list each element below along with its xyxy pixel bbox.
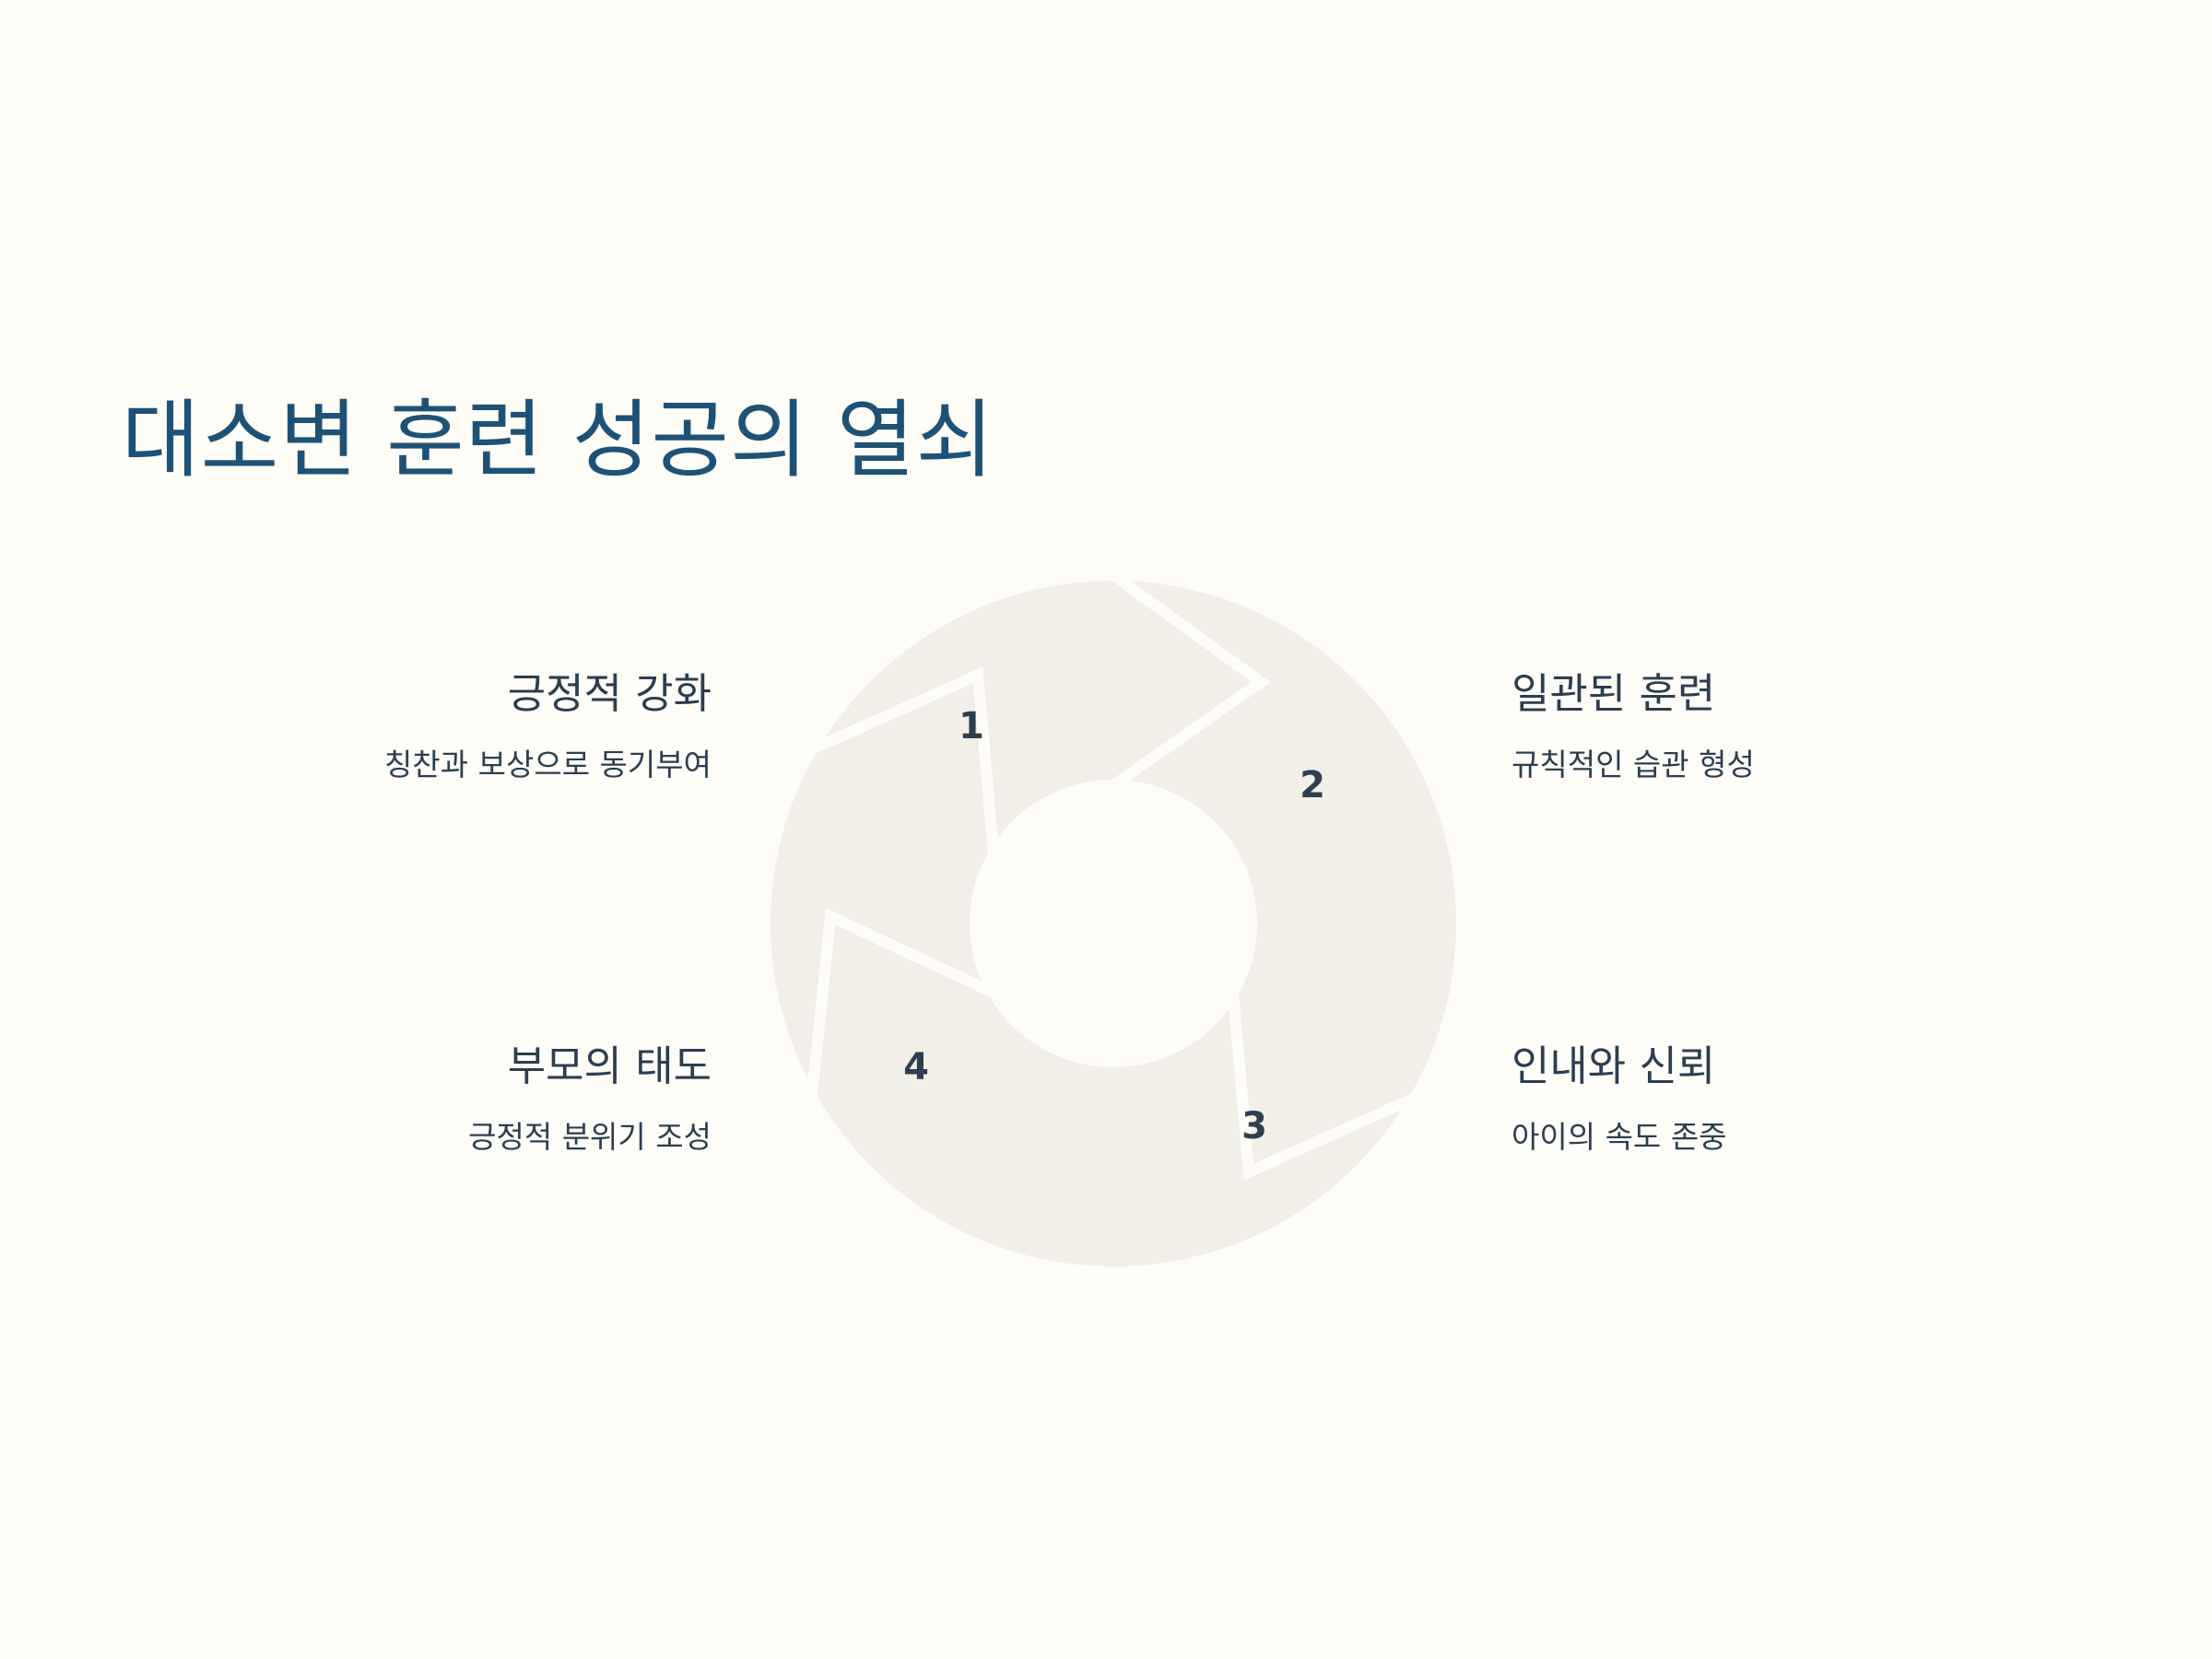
segment-1-number: 1 (959, 705, 984, 747)
cycle-segment-2 (806, 908, 1429, 1277)
segment-3-number: 3 (1241, 1105, 1267, 1147)
segment-2-title: 일관된 훈련 (1512, 669, 1716, 718)
cycle-segment-3 (759, 666, 1007, 1116)
cycle-segment-4 (798, 569, 1271, 873)
segment-4-label: 부모의 태도 긍정적 분위기 조성 (159, 1041, 712, 1156)
page-title: 대소변 훈련 성공의 열쇠 (122, 391, 995, 489)
segment-3-label: 인내와 신뢰 아이의 속도 존중 (1512, 1041, 2065, 1156)
segment-1-label: 긍정적 강화 칭찬과 보상으로 동기부여 (159, 669, 712, 783)
segment-1-title: 긍정적 강화 (507, 669, 712, 718)
segment-3-description: 아이의 속도 존중 (1512, 1119, 1727, 1155)
segment-4-description: 긍정적 분위기 조성 (468, 1119, 712, 1155)
segment-4-number: 4 (903, 1046, 929, 1088)
segment-1-description: 칭찬과 보상으로 동기부여 (384, 747, 712, 782)
segment-2-number: 2 (1300, 764, 1325, 806)
segment-2-description: 규칙적인 습관 형성 (1512, 747, 1755, 782)
segment-2-label: 일관된 훈련 규칙적인 습관 형성 (1512, 669, 2065, 783)
segment-3-title: 인내와 신뢰 (1512, 1041, 1716, 1090)
segment-4-title: 부모의 태도 (507, 1041, 712, 1090)
